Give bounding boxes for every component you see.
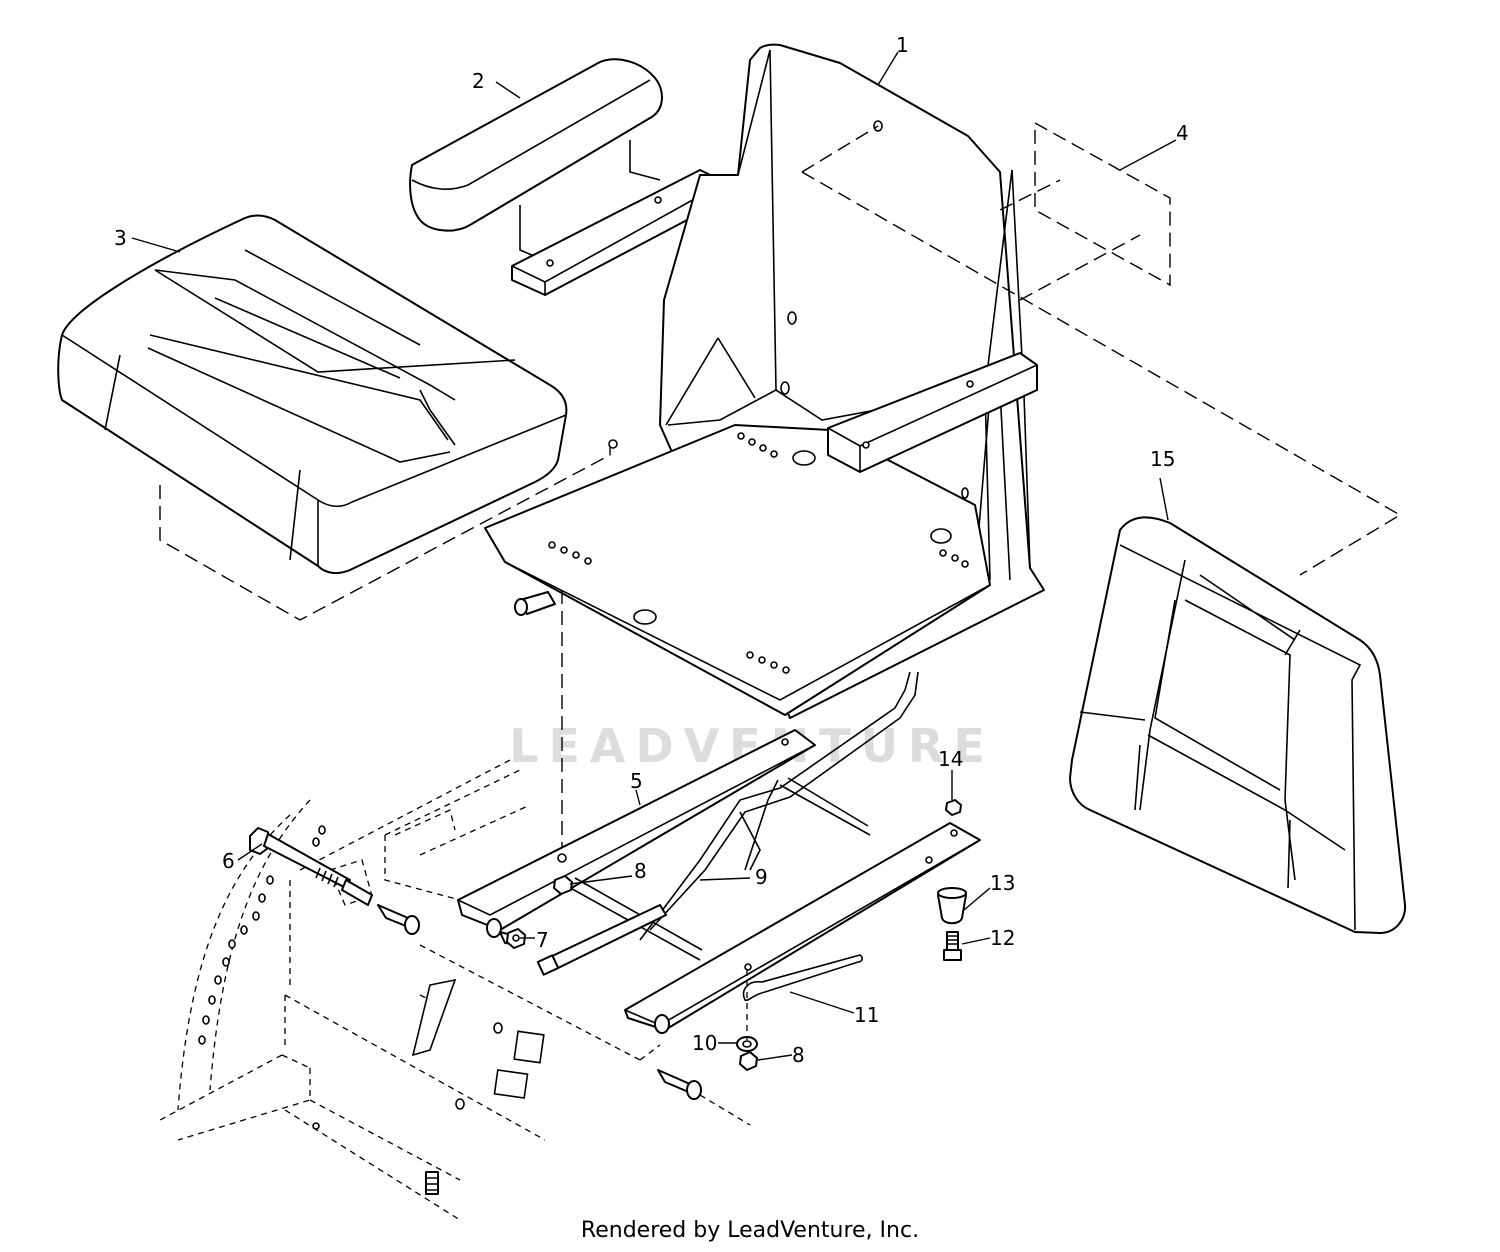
seat-cushion	[57, 214, 611, 621]
chassis-phantom	[159, 759, 751, 1221]
callout-1: 1	[896, 33, 909, 57]
back-cushion	[1069, 516, 1407, 934]
callouts: 1 2 3 4 5 6 7 8 9 8 10 11 12 13 14 15	[114, 33, 1189, 1067]
callout-8a: 8	[634, 859, 647, 883]
chassis-holes	[198, 825, 326, 1045]
rear-pivot-tube	[657, 1069, 702, 1100]
leader-lines	[131, 51, 1177, 1061]
callout-11: 11	[854, 1003, 879, 1027]
hardware	[506, 799, 967, 1071]
callout-9: 9	[755, 865, 768, 889]
decal-phantom	[801, 121, 1402, 576]
seat-pan	[484, 43, 1045, 719]
callout-15: 15	[1150, 447, 1175, 471]
footer-credit: Rendered by LeadVenture, Inc.	[580, 1218, 920, 1243]
callout-2: 2	[472, 69, 485, 93]
seat-holes	[548, 432, 969, 674]
callout-5: 5	[630, 769, 643, 793]
callout-10: 10	[692, 1031, 717, 1055]
chassis-stud	[425, 1171, 439, 1195]
bolt-6	[249, 827, 373, 906]
callout-13: 13	[990, 871, 1015, 895]
callout-7: 7	[536, 928, 549, 952]
callout-14: 14	[938, 747, 963, 771]
seat-suspension	[457, 590, 981, 1034]
callout-12: 12	[990, 926, 1015, 950]
left-bracket	[329, 859, 420, 935]
armrest-pad	[409, 58, 663, 263]
callout-4: 4	[1176, 121, 1189, 145]
chassis-slots	[312, 978, 545, 1130]
callout-6: 6	[222, 849, 235, 873]
callout-8b: 8	[792, 1043, 805, 1067]
callout-3: 3	[114, 226, 127, 250]
